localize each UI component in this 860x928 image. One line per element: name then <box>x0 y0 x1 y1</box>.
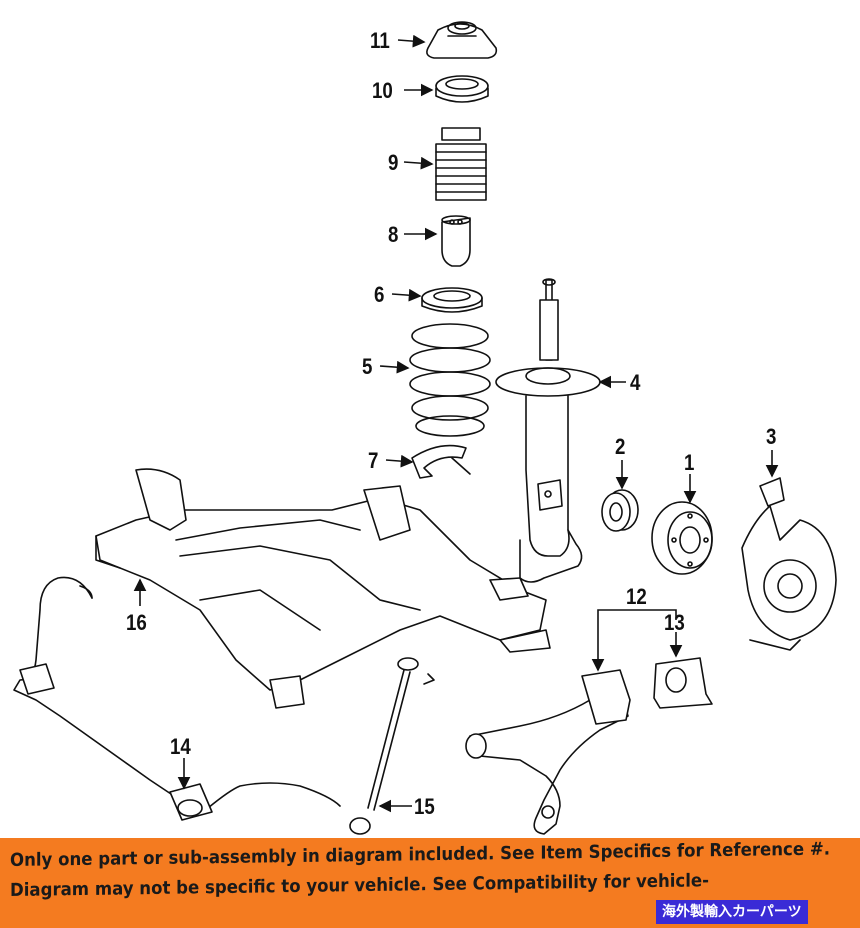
callout-5: 5 <box>362 354 373 379</box>
part-12-lower-control-arm <box>466 670 630 834</box>
part-13-bushing <box>654 658 712 708</box>
import-parts-badge: 海外製輸入カーパーツ <box>656 900 808 924</box>
callout-8: 8 <box>388 222 399 247</box>
part-5-coil-spring <box>410 324 490 436</box>
callout-3: 3 <box>766 424 777 449</box>
disclaimer-banner: Only one part or sub-assembly in diagram… <box>0 838 860 928</box>
part-3-steering-knuckle <box>742 478 836 650</box>
part-11-strut-mount <box>427 22 496 58</box>
callout-16: 16 <box>126 610 147 635</box>
part-8-bump-stop <box>442 216 470 266</box>
part-6-spring-seat <box>422 288 482 312</box>
leader-5 <box>380 360 410 374</box>
callout-9: 9 <box>388 150 399 175</box>
callout-4: 4 <box>630 370 641 395</box>
leader-6 <box>392 288 422 302</box>
part-1-wheel-hub <box>652 502 712 574</box>
callout-1: 1 <box>684 450 695 475</box>
callout-11: 11 <box>370 28 390 53</box>
part-2-wheel-bearing <box>602 490 638 531</box>
leader-12-bracket <box>598 610 676 620</box>
leader-9 <box>404 156 434 170</box>
part-7-spring-insulator <box>412 446 470 478</box>
disclaimer-line-1: Only one part or sub-assembly in diagram… <box>10 838 830 871</box>
callout-2: 2 <box>615 434 626 459</box>
callout-14: 14 <box>170 734 191 759</box>
callout-12: 12 <box>626 584 647 609</box>
disclaimer-line-2: Diagram may not be specific to your vehi… <box>10 870 710 901</box>
part-10-bearing <box>436 76 488 102</box>
callout-6: 6 <box>374 282 385 307</box>
callout-15: 15 <box>414 794 435 819</box>
leader-11 <box>398 34 426 48</box>
part-15-stabilizer-link <box>350 658 434 834</box>
leader-7 <box>386 454 414 468</box>
part-16-subframe <box>96 469 550 708</box>
callout-13: 13 <box>664 610 685 635</box>
callout-10: 10 <box>372 78 393 103</box>
part-9-dust-boot <box>436 128 486 200</box>
callout-7: 7 <box>368 448 379 473</box>
part-14-stabilizer-bar <box>14 577 340 820</box>
part-4-strut-assembly <box>496 279 600 582</box>
